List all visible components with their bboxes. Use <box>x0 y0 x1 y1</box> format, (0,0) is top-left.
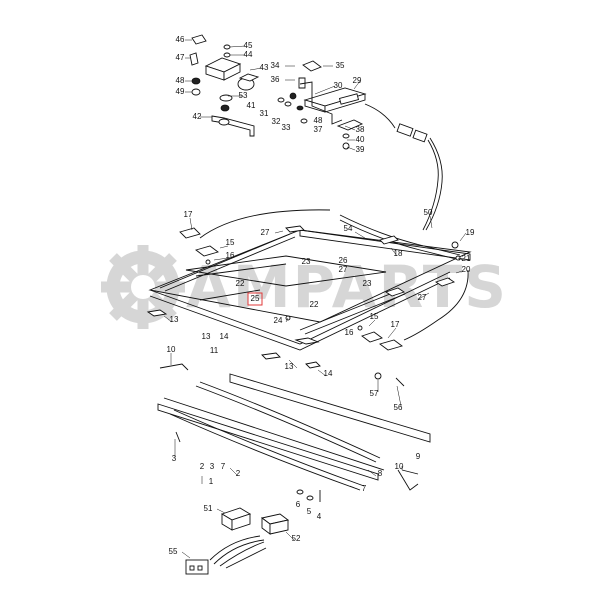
callout-33[interactable]: 33 <box>282 123 291 132</box>
callout-16[interactable]: 16 <box>226 251 235 260</box>
callout-52[interactable]: 52 <box>292 534 301 543</box>
callout-39[interactable]: 39 <box>356 145 365 154</box>
callout-4[interactable]: 4 <box>317 512 322 521</box>
callout-15[interactable]: 15 <box>370 312 379 321</box>
callout-9[interactable]: 9 <box>416 452 421 461</box>
callout-37[interactable]: 37 <box>314 125 323 134</box>
callout-50[interactable]: 50 <box>424 208 433 217</box>
sunroof-frame <box>146 225 472 371</box>
callout-13[interactable]: 13 <box>285 362 294 371</box>
callout-25[interactable]: 25 <box>251 294 260 303</box>
callout-57[interactable]: 57 <box>370 389 379 398</box>
leader-lines <box>163 39 467 559</box>
callout-2[interactable]: 2 <box>200 462 205 471</box>
callout-7[interactable]: 7 <box>221 462 226 471</box>
callout-6[interactable]: 6 <box>296 500 301 509</box>
highlighted-part-box <box>247 292 263 306</box>
callout-56[interactable]: 56 <box>394 403 403 412</box>
callout-38[interactable]: 38 <box>356 125 365 134</box>
callout-44[interactable]: 44 <box>244 50 253 59</box>
callout-48[interactable]: 48 <box>176 76 185 85</box>
callout-54[interactable]: 54 <box>344 224 353 233</box>
callout-15[interactable]: 15 <box>226 238 235 247</box>
callout-45[interactable]: 45 <box>244 41 253 50</box>
callout-42[interactable]: 42 <box>193 112 202 121</box>
callout-30[interactable]: 30 <box>334 81 343 90</box>
guide-rails <box>157 372 431 502</box>
callout-1[interactable]: 1 <box>209 477 214 486</box>
callout-47[interactable]: 47 <box>176 53 185 62</box>
callout-13[interactable]: 13 <box>170 315 179 324</box>
callout-32[interactable]: 32 <box>272 117 281 126</box>
callout-31[interactable]: 31 <box>260 109 269 118</box>
callout-51[interactable]: 51 <box>204 504 213 513</box>
callout-17[interactable]: 17 <box>184 210 193 219</box>
drive-cables <box>199 137 469 341</box>
callout-46[interactable]: 46 <box>176 35 185 44</box>
callout-10[interactable]: 10 <box>395 462 404 471</box>
callout-14[interactable]: 14 <box>324 369 333 378</box>
callout-27[interactable]: 27 <box>418 293 427 302</box>
callout-40[interactable]: 40 <box>356 135 365 144</box>
callout-36[interactable]: 36 <box>271 75 280 84</box>
callout-14[interactable]: 14 <box>220 332 229 341</box>
callout-10[interactable]: 10 <box>167 345 176 354</box>
callout-16[interactable]: 16 <box>345 328 354 337</box>
callout-5[interactable]: 5 <box>307 507 312 516</box>
callout-27[interactable]: 27 <box>339 265 348 274</box>
drive-motor-assembly <box>189 34 260 137</box>
callout-18[interactable]: 18 <box>394 249 403 258</box>
callout-26[interactable]: 26 <box>339 256 348 265</box>
callout-8[interactable]: 8 <box>378 469 383 478</box>
callout-23[interactable]: 23 <box>363 279 372 288</box>
callout-34[interactable]: 34 <box>271 61 280 70</box>
callout-43[interactable]: 43 <box>260 63 269 72</box>
callout-17[interactable]: 17 <box>391 320 400 329</box>
callout-20[interactable]: 20 <box>462 265 471 274</box>
callout-27[interactable]: 27 <box>261 228 270 237</box>
callout-7[interactable]: 7 <box>362 484 367 493</box>
callout-13[interactable]: 13 <box>202 332 211 341</box>
cable-bracket-assembly <box>277 60 428 150</box>
callout-19[interactable]: 19 <box>466 228 475 237</box>
callout-41[interactable]: 41 <box>247 101 256 110</box>
callout-2[interactable]: 2 <box>236 469 241 478</box>
callout-49[interactable]: 49 <box>176 87 185 96</box>
callout-48[interactable]: 48 <box>314 116 323 125</box>
switch-harness <box>185 507 290 575</box>
gear-icon <box>101 245 185 329</box>
callout-29[interactable]: 29 <box>353 76 362 85</box>
callout-55[interactable]: 55 <box>169 547 178 556</box>
callout-35[interactable]: 35 <box>336 61 345 70</box>
callout-53[interactable]: 53 <box>239 91 248 100</box>
callout-22[interactable]: 22 <box>310 300 319 309</box>
callout-21[interactable]: 21 <box>462 254 471 263</box>
callout-23[interactable]: 23 <box>302 257 311 266</box>
callout-3[interactable]: 3 <box>172 454 177 463</box>
callout-11[interactable]: 11 <box>210 346 219 355</box>
callout-3[interactable]: 3 <box>210 462 215 471</box>
callout-22[interactable]: 22 <box>236 279 245 288</box>
callout-24[interactable]: 24 <box>274 316 283 325</box>
